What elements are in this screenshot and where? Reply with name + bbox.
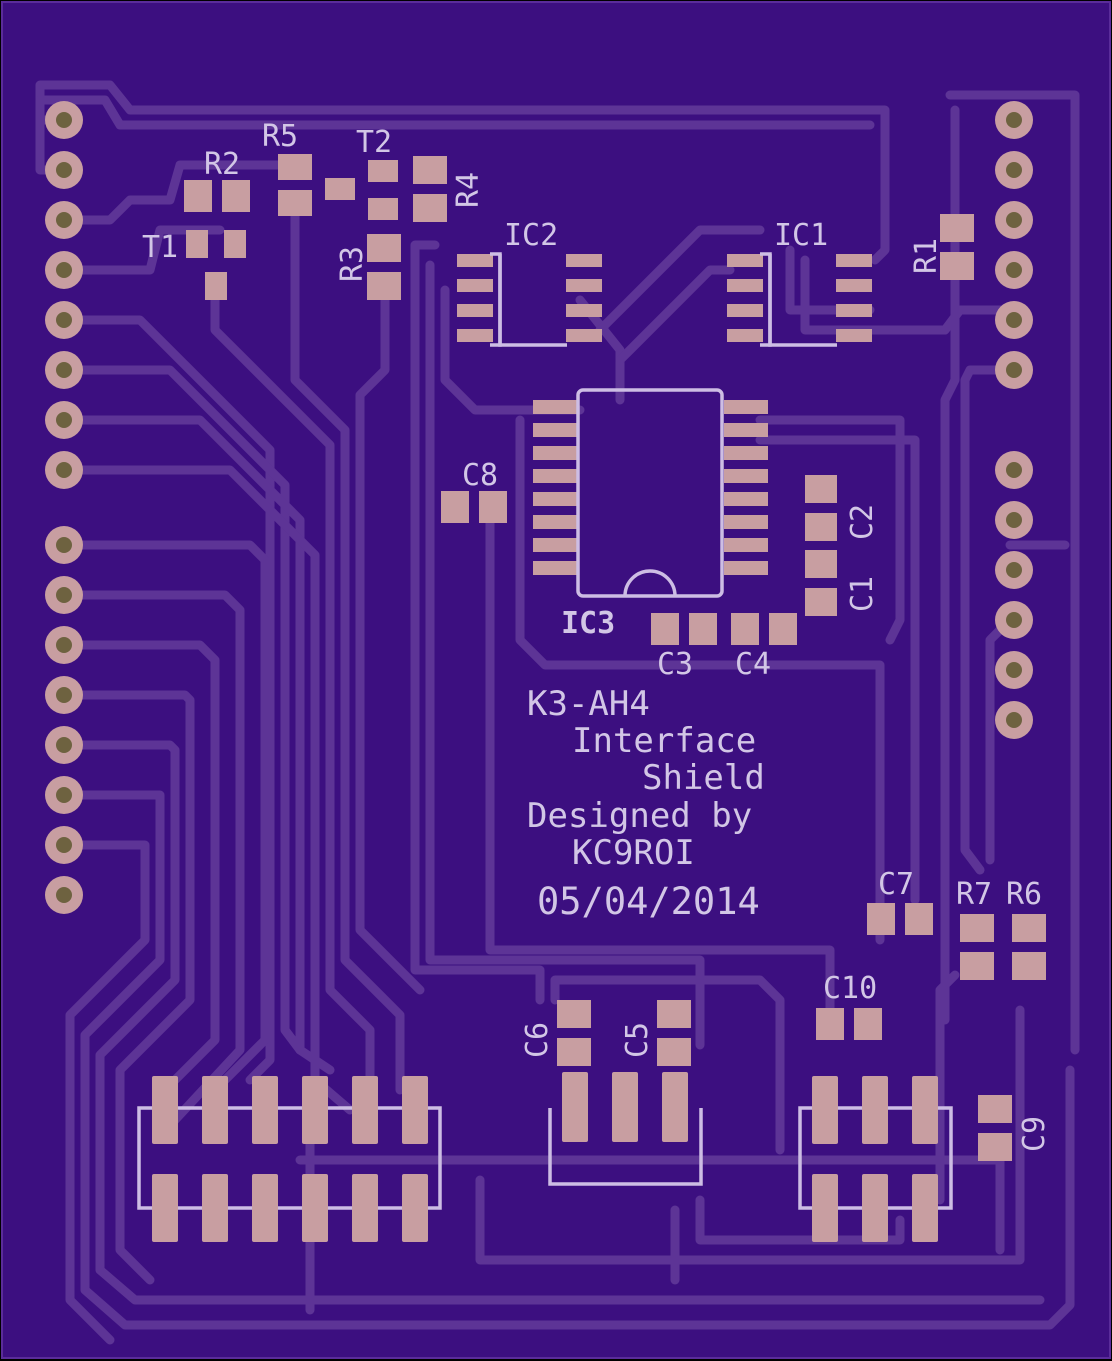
title-line-3: Shield [642, 758, 765, 798]
connector-3pin [548, 1072, 703, 1186]
header-pin [45, 726, 83, 764]
header-pin [45, 676, 83, 714]
header-pin [45, 576, 83, 614]
header-pin [45, 401, 83, 439]
header-pin [995, 351, 1033, 389]
capacitor-c2: C2 [805, 475, 880, 541]
title-line-1: K3-AH4 [527, 684, 650, 724]
label-c6: C6 [520, 1022, 555, 1058]
label-r7: R7 [956, 877, 992, 912]
capacitor-c6: C6 [520, 1000, 591, 1066]
label-r2: R2 [204, 147, 240, 182]
ic2-soic8: IC2 [457, 218, 602, 347]
header-pin [995, 601, 1033, 639]
header-pin [995, 301, 1033, 339]
header-pin [995, 701, 1033, 739]
label-r5: R5 [262, 119, 298, 154]
ic3-soic: IC3 [533, 388, 768, 641]
title-date: 05/04/2014 [537, 880, 760, 923]
header-pin [45, 826, 83, 864]
capacitor-c4: C4 [731, 613, 797, 682]
header-pin [995, 551, 1033, 589]
header-pin [45, 301, 83, 339]
capacitor-c10: C10 [816, 971, 882, 1040]
title-line-2: Interface [572, 721, 756, 761]
left-header-upper [45, 101, 83, 489]
header-pin [45, 351, 83, 389]
header-pin [45, 526, 83, 564]
label-ic2: IC2 [504, 218, 558, 253]
header-pin [45, 201, 83, 239]
capacitor-c7: C7 [867, 867, 933, 935]
label-c10: C10 [823, 971, 877, 1006]
capacitor-c1: C1 [805, 550, 880, 616]
label-c5: C5 [620, 1022, 655, 1058]
label-ic3: IC3 [561, 606, 615, 641]
connector-12pin [137, 1076, 442, 1242]
header-pin [995, 651, 1033, 689]
resistor-r1: R1 [909, 214, 974, 280]
copper-traces [35, 80, 1080, 1345]
label-c8: C8 [462, 458, 498, 493]
header-pin [995, 201, 1033, 239]
left-header-lower [45, 526, 83, 914]
label-r3: R3 [335, 246, 370, 282]
header-pin [45, 626, 83, 664]
header-pin [995, 451, 1033, 489]
resistor-r3: R3 [335, 234, 401, 300]
label-r1: R1 [909, 238, 944, 274]
resistor-r7: R7 [956, 877, 994, 980]
right-header-upper [995, 101, 1033, 389]
transistor-t1: T1 [142, 230, 246, 300]
capacitor-c8: C8 [441, 458, 507, 523]
resistor-r6: R6 [1006, 877, 1046, 980]
header-pin [995, 501, 1033, 539]
header-pin [995, 251, 1033, 289]
header-pin [45, 451, 83, 489]
resistor-r4: R4 [413, 156, 486, 222]
title-line-5: KC9ROI [572, 833, 695, 873]
resistor-r2: R2 [184, 147, 250, 212]
label-r4: R4 [451, 172, 486, 208]
header-pin [45, 876, 83, 914]
label-c1: C1 [845, 576, 880, 612]
label-t1: T1 [142, 230, 178, 265]
capacitor-c5: C5 [620, 1000, 691, 1066]
header-pin [995, 151, 1033, 189]
header-pin [995, 101, 1033, 139]
label-ic1: IC1 [774, 218, 828, 253]
label-t2: T2 [356, 125, 392, 160]
label-c3: C3 [657, 647, 693, 682]
title-block: K3-AH4 Interface Shield Designed by KC9R… [527, 684, 765, 923]
ic1-soic8: IC1 [727, 218, 872, 347]
label-c9: C9 [1017, 1116, 1052, 1152]
header-pin [45, 101, 83, 139]
connector-6pin [798, 1076, 953, 1242]
right-header-lower [995, 451, 1033, 739]
label-r6: R6 [1006, 877, 1042, 912]
label-c2: C2 [845, 504, 880, 540]
label-c4: C4 [735, 647, 771, 682]
resistor-r5: R5 [262, 119, 312, 216]
transistor-t2: T2 [325, 125, 398, 220]
title-line-4: Designed by [527, 796, 752, 836]
header-pin [45, 251, 83, 289]
label-c7: C7 [878, 867, 914, 902]
capacitor-c9: C9 [978, 1095, 1052, 1161]
header-pin [45, 776, 83, 814]
header-pin [45, 151, 83, 189]
capacitor-c3: C3 [651, 613, 717, 682]
